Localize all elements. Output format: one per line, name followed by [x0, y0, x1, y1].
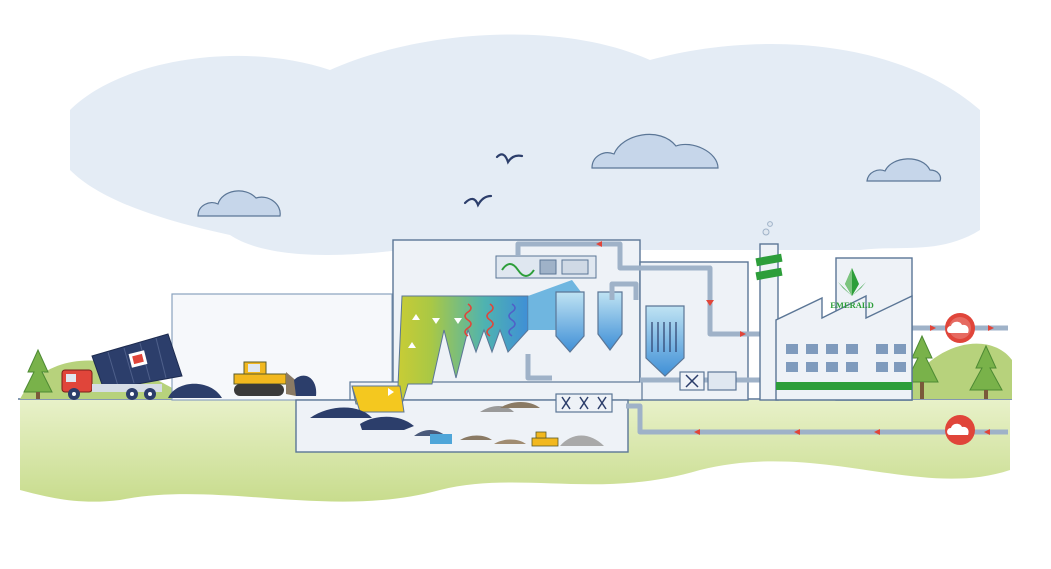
chimney-icon [755, 221, 783, 401]
bulldozer-icon [531, 431, 559, 447]
bag-filter [645, 305, 685, 377]
emerald-factory [775, 257, 913, 401]
turbine-generator [495, 255, 597, 279]
bulldozer-icon [233, 361, 317, 396]
fan-icon [679, 371, 737, 391]
cloud-icon [591, 133, 719, 169]
tree-icon [905, 334, 939, 399]
bird-icon [495, 153, 524, 165]
cloud-icon [866, 158, 942, 182]
smoke-cloud-icon [945, 415, 975, 445]
smoke-cloud-icon [945, 313, 975, 343]
sky-backdrop [70, 34, 980, 255]
reactor-tank [597, 291, 623, 351]
bird-icon [463, 194, 493, 208]
cloud-icon [197, 190, 281, 217]
fan-icon [555, 393, 613, 413]
flue-gas-pipes [515, 241, 1008, 435]
waste-heap [168, 383, 222, 398]
tree-icon [969, 344, 1003, 399]
waste-pile [310, 402, 604, 446]
reactor-tank [555, 291, 585, 353]
flow-arrows [596, 241, 994, 435]
garbage-truck-icon [61, 333, 183, 400]
brand-name: EMERALD [830, 300, 873, 310]
emerald-logo-icon [838, 268, 866, 296]
tree-icon [23, 348, 53, 399]
